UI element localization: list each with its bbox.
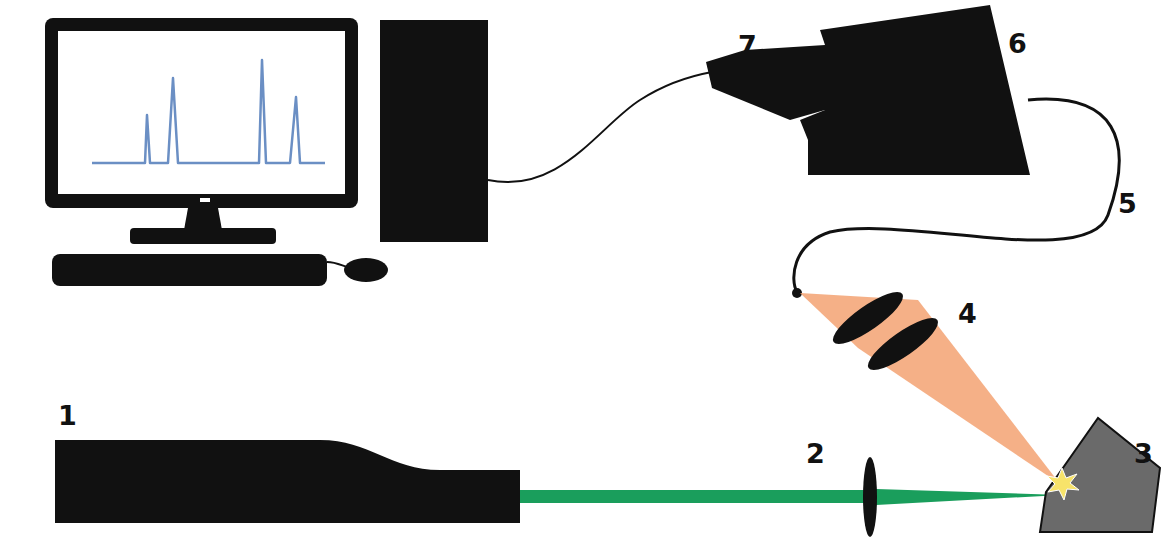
collected-light (800, 293, 1060, 484)
monitor-neck (184, 208, 222, 230)
callout-number: 5 (1118, 190, 1137, 217)
plasma-spark (1047, 468, 1079, 500)
spectrum-trace (92, 60, 325, 163)
mouse (344, 258, 388, 282)
monitor-logo (200, 198, 210, 202)
focused-beam (876, 489, 1062, 505)
monitor-base (130, 228, 276, 244)
callout-number: 2 (806, 440, 825, 467)
focusing-lens (863, 457, 877, 537)
callout-number: 4 (958, 300, 977, 327)
callout-number: 3 (1134, 440, 1153, 467)
optical-fiber (794, 99, 1119, 292)
spectrometer (800, 5, 1030, 175)
fiber-tip (792, 288, 802, 298)
callout-number: 7 (738, 32, 757, 59)
callout-number: 1 (58, 402, 77, 429)
laser (55, 440, 520, 523)
monitor-screen (58, 31, 345, 194)
keyboard (52, 254, 327, 286)
laser-beam (520, 490, 864, 503)
detector (706, 45, 825, 120)
collection-lens (862, 310, 945, 378)
sample (1040, 418, 1160, 532)
data-cable (488, 72, 712, 182)
monitor (45, 18, 358, 208)
callout-number: 6 (1008, 30, 1027, 57)
computer-tower (380, 20, 488, 242)
